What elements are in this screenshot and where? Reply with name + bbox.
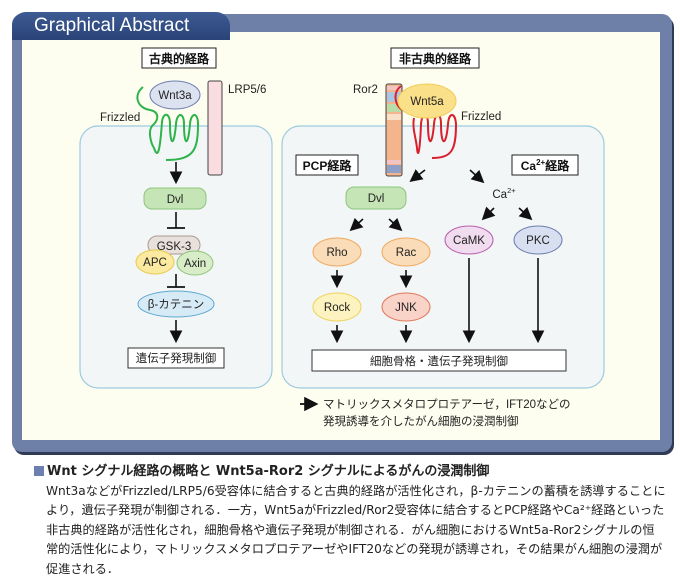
canonical-title: 古典的経路: [149, 51, 210, 66]
frizzled-canonical-label: Frizzled: [100, 112, 140, 124]
ror2-label: Ror2: [353, 84, 378, 96]
rac-label: Rac: [396, 247, 417, 259]
jnk-label: JNK: [395, 302, 417, 314]
camk-label: CaMK: [453, 235, 485, 247]
rho-label: Rho: [326, 247, 347, 259]
caption-body: Wnt3aなどがFrizzled/LRP5/6受容体に結合すると古典的経路が活性…: [46, 482, 666, 579]
figure-caption: Wnt シグナル経路の概略と Wnt5a-Ror2 シグナルによるがんの浸潤制御…: [46, 462, 666, 579]
rock-label: Rock: [324, 302, 350, 314]
canonical-output: 遺伝子発現制御: [136, 351, 217, 365]
caption-bullet-icon: [34, 466, 44, 476]
lrp-label: LRP5/6: [228, 84, 266, 96]
caption-heading: Wnt シグナル経路の概略と Wnt5a-Ror2 シグナルによるがんの浸潤制御: [47, 464, 489, 479]
note-line-1: マトリックスメタロプロテアーゼ，IFT20などの: [323, 398, 571, 411]
frizzled-noncanonical-label: Frizzled: [461, 111, 501, 123]
ca-title: Ca2+経路: [521, 158, 570, 173]
wnt3a-label: Wnt3a: [158, 90, 192, 102]
dvl-pcp-label: Dvl: [368, 193, 385, 205]
pcp-title: PCP経路: [303, 158, 353, 173]
pkc-label: PKC: [526, 235, 550, 247]
dvl-canonical-label: Dvl: [167, 194, 184, 206]
note-line-2: 発現誘導を介したがん細胞の浸潤制御: [323, 414, 519, 428]
wnt5a-label: Wnt5a: [410, 96, 444, 108]
apc-label: APC: [143, 257, 167, 269]
axin-label: Axin: [184, 258, 206, 270]
lrp-receptor: [208, 81, 222, 175]
noncanonical-output: 細胞骨格・遺伝子発現制御: [370, 354, 508, 368]
beta-catenin-label: β-カテニン: [148, 298, 204, 311]
noncanonical-title: 非古典的経路: [399, 51, 472, 66]
